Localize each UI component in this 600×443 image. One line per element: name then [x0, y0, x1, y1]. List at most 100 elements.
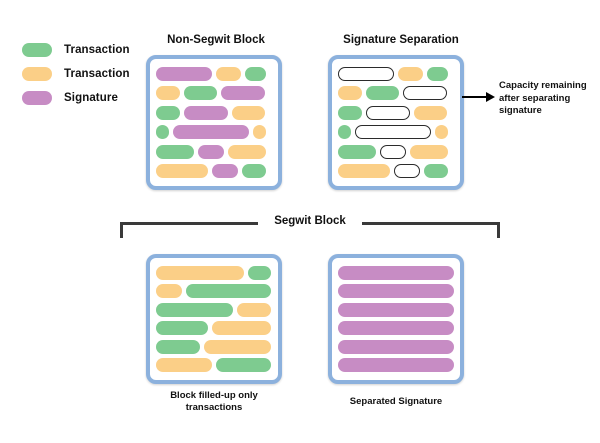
transaction-green-cell — [338, 125, 351, 140]
separated-signature-cell — [366, 105, 411, 120]
block-row — [156, 321, 272, 336]
signature-cell — [212, 164, 238, 179]
block-row — [338, 302, 454, 317]
transaction-green-cell — [366, 86, 399, 101]
title-segwit-block: Segwit Block — [274, 215, 346, 227]
signature-cell — [220, 86, 265, 101]
transaction-orange-cell — [414, 105, 447, 120]
legend-swatch-purple — [22, 90, 52, 105]
transaction-green-cell — [338, 105, 363, 120]
block-row — [156, 358, 272, 373]
transaction-orange-cell — [435, 125, 449, 140]
signature-cell — [172, 125, 250, 140]
block-row — [156, 105, 272, 120]
block-signature-separation — [328, 55, 464, 190]
capacity-arrow — [462, 92, 496, 102]
title-signature-separation: Signature Separation — [343, 34, 459, 46]
legend-label-signature: Signature — [64, 91, 118, 104]
transaction-green-cell — [423, 164, 449, 179]
block-row — [156, 125, 272, 140]
signature-cell — [184, 105, 229, 120]
signature-cell — [338, 358, 454, 373]
transaction-orange-cell — [156, 86, 181, 101]
block-row — [156, 284, 272, 299]
transaction-green-cell — [156, 144, 195, 159]
caption-block-filled-up: Block filled-up only transactions — [170, 390, 258, 414]
arrow-head-icon — [486, 92, 495, 102]
block-row — [338, 339, 454, 354]
transaction-green-cell — [215, 358, 272, 373]
legend-label-transaction-green: Transaction — [64, 43, 130, 56]
separated-signature-cell — [402, 86, 447, 101]
block-row — [156, 164, 272, 179]
bracket-tick-right — [497, 222, 500, 238]
signature-cell — [338, 284, 454, 299]
transaction-green-cell — [156, 125, 169, 140]
transaction-green-cell — [184, 86, 217, 101]
transaction-green-cell — [156, 105, 181, 120]
block-row — [156, 144, 272, 159]
block-separated-signature — [328, 254, 464, 384]
legend: Transaction Transaction Signature — [22, 40, 130, 112]
bracket-line-right — [362, 222, 500, 225]
transaction-green-cell — [245, 66, 267, 81]
transaction-orange-cell — [409, 144, 449, 159]
arrow-line — [462, 96, 488, 99]
legend-swatch-green — [22, 42, 52, 57]
transaction-orange-cell — [253, 125, 267, 140]
signature-cell — [338, 302, 454, 317]
block-row — [338, 164, 454, 179]
transaction-green-cell — [185, 284, 272, 299]
transaction-orange-cell — [236, 302, 272, 317]
transaction-green-cell — [427, 66, 449, 81]
block-row — [338, 358, 454, 373]
transaction-orange-cell — [156, 284, 182, 299]
bracket-line-left — [120, 222, 258, 225]
block-row — [156, 302, 272, 317]
transaction-orange-cell — [156, 164, 209, 179]
block-segwit-transactions — [146, 254, 282, 384]
title-non-segwit-block: Non-Segwit Block — [167, 34, 265, 46]
transaction-green-cell — [241, 164, 267, 179]
transaction-green-cell — [248, 265, 272, 280]
legend-item: Signature — [22, 88, 130, 107]
transaction-orange-cell — [212, 321, 272, 336]
signature-cell — [198, 144, 224, 159]
transaction-orange-cell — [338, 86, 363, 101]
transaction-orange-cell — [156, 358, 212, 373]
legend-item: Transaction — [22, 40, 130, 59]
block-non-segwit — [146, 55, 282, 190]
bracket-tick-left — [120, 222, 123, 238]
block-row — [156, 265, 272, 280]
transaction-orange-cell — [227, 144, 267, 159]
block-row — [338, 86, 454, 101]
signature-cell — [156, 66, 212, 81]
transaction-green-cell — [156, 302, 233, 317]
transaction-orange-cell — [397, 66, 424, 81]
block-row — [338, 125, 454, 140]
signature-cell — [338, 321, 454, 336]
block-row — [338, 66, 454, 81]
separated-signature-cell — [380, 144, 406, 159]
segwit-block-bracket: Segwit Block — [120, 215, 500, 240]
block-row — [338, 265, 454, 280]
transaction-orange-cell — [232, 105, 265, 120]
block-row — [338, 284, 454, 299]
signature-cell — [338, 339, 454, 354]
separated-signature-cell — [394, 164, 420, 179]
transaction-green-cell — [156, 339, 201, 354]
legend-item: Transaction — [22, 64, 130, 83]
block-row — [156, 66, 272, 81]
transaction-green-cell — [156, 321, 209, 336]
annotation-capacity-remaining: Capacity remaining after separating sign… — [499, 80, 587, 117]
block-row — [156, 86, 272, 101]
block-row — [338, 321, 454, 336]
block-row — [156, 339, 272, 354]
transaction-orange-cell — [338, 164, 391, 179]
block-row — [338, 144, 454, 159]
transaction-orange-cell — [215, 66, 242, 81]
separated-signature-cell — [354, 125, 432, 140]
separated-signature-cell — [338, 66, 394, 81]
legend-label-transaction-orange: Transaction — [64, 67, 130, 80]
